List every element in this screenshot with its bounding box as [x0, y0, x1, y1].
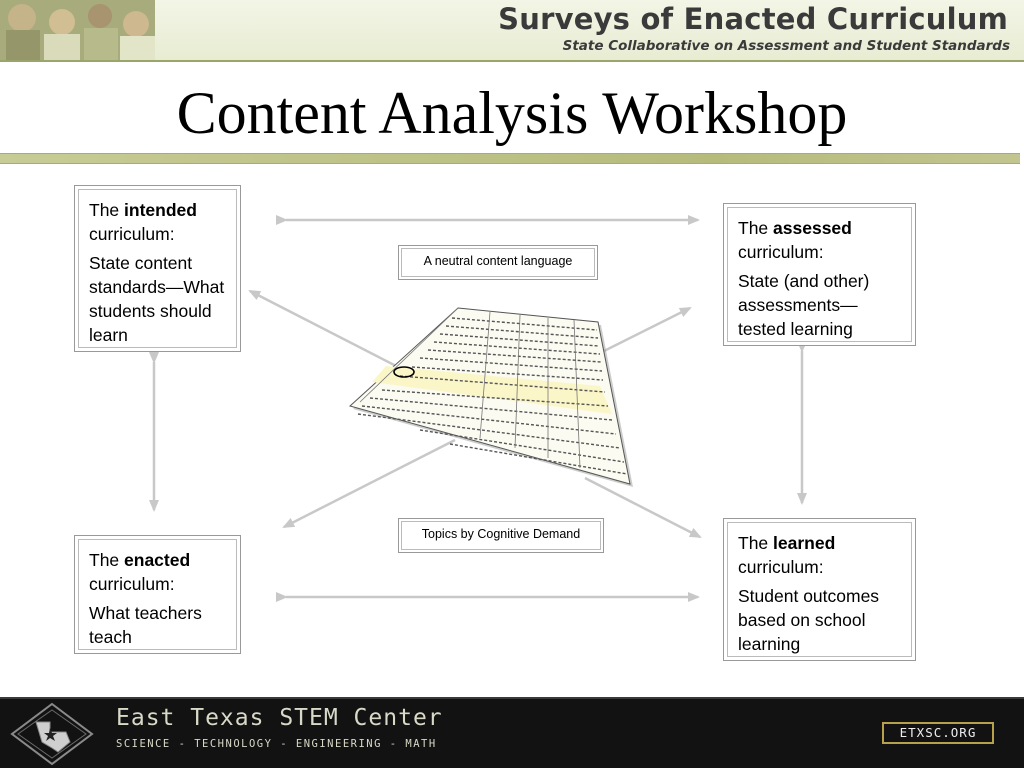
enacted-description: What teachers teach: [89, 603, 202, 647]
students-photo: [0, 0, 155, 60]
footer-org-name: East Texas STEM Center: [116, 705, 443, 731]
learned-description: Student outcomes based on school learnin…: [738, 586, 880, 654]
slide-title: Content Analysis Workshop: [176, 80, 848, 146]
intended-description: State content standards—What students sh…: [89, 253, 225, 345]
title-rule: [0, 153, 1020, 164]
survey-form-illustration: [348, 307, 633, 487]
arrow-to-enacted: [282, 438, 456, 529]
header-banner: Surveys of Enacted Curriculum State Coll…: [0, 0, 1024, 62]
cognitive-demand-label: Topics by Cognitive Demand: [398, 518, 604, 553]
banner-title: Surveys of Enacted Curriculum: [498, 2, 1008, 36]
arrow-to-learned: [584, 476, 702, 539]
enacted-keyword: enacted: [124, 550, 191, 570]
footer-rule: [0, 697, 1024, 699]
footer-tagline: SCIENCE - TECHNOLOGY - ENGINEERING - MAT…: [116, 738, 437, 750]
banner-rule: [0, 60, 1024, 62]
intended-keyword: intended: [124, 200, 197, 220]
footer-bar: [0, 699, 1024, 768]
footer-url-link[interactable]: ETXSC.ORG: [882, 722, 994, 744]
banner-subtitle: State Collaborative on Assessment and St…: [562, 38, 1010, 54]
arrow-to-intended: [248, 289, 401, 370]
assessed-keyword: assessed: [773, 218, 852, 238]
texas-star-logo-icon: [10, 702, 94, 766]
neutral-language-label: A neutral content language: [398, 245, 598, 280]
learned-keyword: learned: [773, 533, 836, 553]
arrow-to-assessed: [589, 306, 692, 360]
assessed-description: State (and other) assessments—tested lea…: [738, 271, 870, 339]
